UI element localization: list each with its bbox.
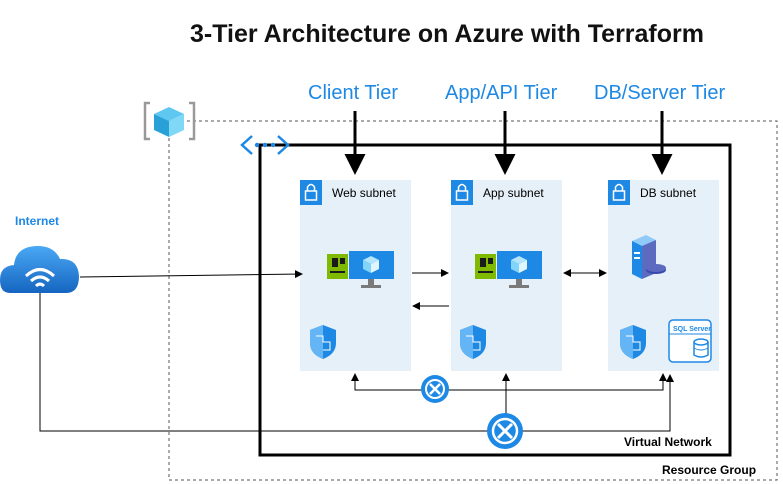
internet-to-db-route xyxy=(39,293,674,432)
lock-icon xyxy=(608,180,630,205)
nsg-x-icon xyxy=(421,375,449,403)
db-subnet-label: DB subnet xyxy=(640,186,697,200)
web-subnet-label: Web subnet xyxy=(332,186,396,200)
shield-icon xyxy=(460,325,486,359)
cloud-wifi-icon xyxy=(0,246,79,293)
sql-server-label: SQL Server xyxy=(673,326,711,333)
lock-icon xyxy=(451,180,473,205)
app-subnet-label: App subnet xyxy=(483,186,544,200)
nsg-x-icon xyxy=(487,413,523,449)
vnet-icon xyxy=(240,135,290,155)
subnet-link-route xyxy=(354,375,664,391)
shield-icon xyxy=(310,325,336,359)
virtual-network-boundary xyxy=(258,143,732,457)
app-tier-label: App/API Tier xyxy=(445,82,558,104)
vm-icon xyxy=(475,251,542,288)
resource-group-boundary xyxy=(168,120,778,481)
shield-icon xyxy=(620,325,646,359)
internet-to-web-arrow xyxy=(79,270,303,279)
database-server-icon xyxy=(632,235,666,279)
diagram-title: 3-Tier Architecture on Azure with Terraf… xyxy=(190,20,704,48)
lock-icon xyxy=(300,180,322,205)
client-tier-label: Client Tier xyxy=(308,82,399,104)
internet-label: Internet xyxy=(15,214,60,228)
sql-server-icon xyxy=(668,319,712,363)
db-tier-label: DB/Server Tier xyxy=(594,82,726,104)
virtual-network-label: Virtual Network xyxy=(624,435,712,449)
resource-group-label: Resource Group xyxy=(662,463,756,477)
resource-group-icon xyxy=(143,101,196,141)
vm-icon xyxy=(327,251,394,288)
